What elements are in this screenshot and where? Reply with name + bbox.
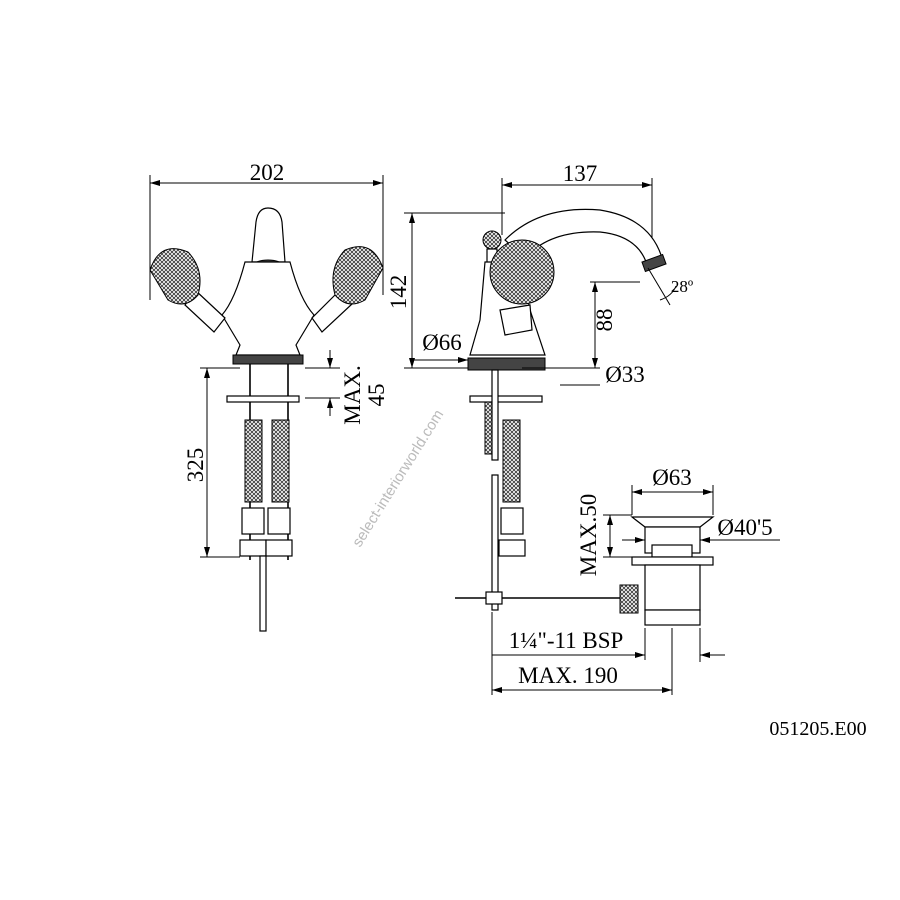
right-handle [332,246,384,305]
front-view: 202 325 [149,160,389,632]
side-handle [489,239,555,305]
max-length-dimension: MAX. 190 [518,663,618,688]
left-handle [149,248,201,305]
flange-diameter-dimension: Ø63 [652,465,692,490]
height-dimension: 142 [386,275,411,310]
hole-diameter-dimension: Ø40'5 [717,515,772,540]
spout-diameter-dimension: Ø33 [605,362,645,387]
drawing-code: 051205.E00 [769,718,866,740]
depth-dimension: 325 [183,448,208,483]
base-diameter-dimension: Ø66 [422,330,462,355]
waste-view: Ø63 Ø40'5 MAX.50 1¼"-11 BSP MAX. 190 [491,465,780,695]
watermark: select-interiorworld.com [349,407,447,550]
reach-dimension: 137 [563,161,598,186]
spout-height-dimension: 88 [592,309,617,332]
thread-dimension: 1¼"-11 BSP [509,628,624,653]
max-thickness-dimension: MAX.45 [340,365,389,424]
waste-max-thickness-dimension: MAX.50 [576,494,601,576]
angle-dimension: 28º [671,277,693,296]
side-view: 137 142 Ø66 Ø33 88 28º [386,161,693,611]
width-dimension: 202 [250,160,285,185]
